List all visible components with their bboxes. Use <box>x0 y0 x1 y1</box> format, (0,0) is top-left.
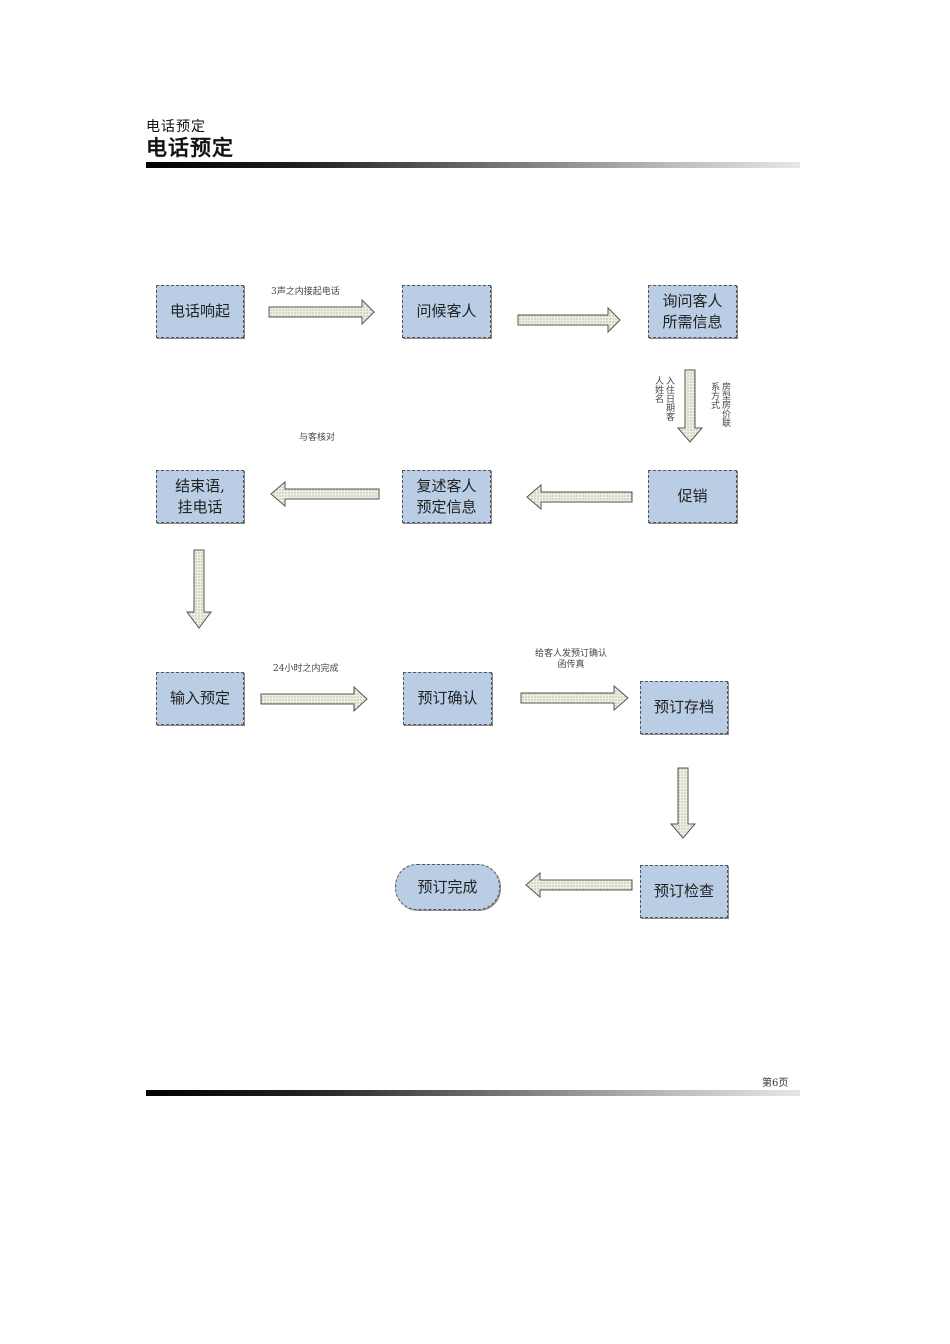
header-small-title: 电话预定 <box>146 119 206 135</box>
label-ask-promo-right: 房型房价联系方式 <box>709 382 730 427</box>
node-promo: 促销 <box>648 470 737 523</box>
node-ask: 询问客人 所需信息 <box>648 285 737 338</box>
node-check: 预订检查 <box>640 865 728 918</box>
arrow-down-archive-check <box>669 767 697 839</box>
node-greet: 问候客人 <box>402 285 491 338</box>
footer-divider <box>146 1090 800 1096</box>
arrow-left-check-done <box>525 871 633 899</box>
arrow-down-ask-promo <box>676 369 704 443</box>
label-ask-promo-left: 入住日期客人姓名 <box>653 376 674 421</box>
node-archive: 预订存档 <box>640 681 728 734</box>
label-confirm-archive: 给客人发预订确认函传真 <box>534 649 607 670</box>
arrow-right-ring-greet <box>268 298 375 326</box>
arrow-left-repeat-close <box>270 480 380 508</box>
arrow-right-confirm-archive <box>520 684 629 712</box>
node-confirm: 预订确认 <box>403 672 492 725</box>
node-ring: 电话响起 <box>156 285 244 338</box>
arrow-down-close-input <box>186 549 212 629</box>
node-done: 预订完成 <box>395 864 500 910</box>
header-big-title: 电话预定 <box>146 135 234 160</box>
node-input: 输入预定 <box>156 672 244 725</box>
label-repeat-close: 与客核对 <box>299 433 336 443</box>
header-divider <box>146 162 800 168</box>
node-close: 结束语, 挂电话 <box>156 470 244 523</box>
arrow-right-input-confirm <box>260 685 368 713</box>
node-repeat: 复述客人 预定信息 <box>402 470 491 523</box>
arrow-right-greet-ask <box>517 306 621 334</box>
label-input-confirm: 24小时之内完成 <box>273 664 339 674</box>
page-number: 第6页 <box>762 1078 789 1089</box>
label-ring-greet: 3声之内接起电话 <box>271 287 340 297</box>
arrow-left-promo-repeat <box>526 483 633 511</box>
